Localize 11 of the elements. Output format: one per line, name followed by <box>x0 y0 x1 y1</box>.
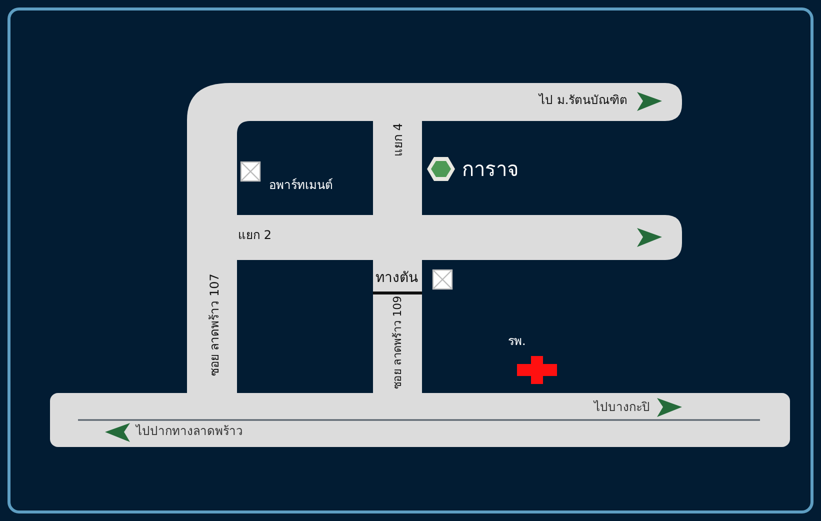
street-label: ซอย ลาดพร้าว 109 <box>392 295 404 388</box>
place-label: การาจ <box>462 158 519 180</box>
road-label: ทางตัน <box>376 270 418 286</box>
place-label: อพาร์ทเมนต์ <box>269 179 333 193</box>
street-label: แยก 4 <box>391 123 406 157</box>
place-label: รพ. <box>508 335 526 349</box>
road-label: ไป ม.รัตนบัณฑิต <box>539 94 628 108</box>
road-label: ไปปากทางลาดพร้าว <box>136 425 243 439</box>
street-label: ซอย ลาดพร้าว 107 <box>208 274 222 376</box>
road-label: ไปบางกะปิ <box>594 401 650 415</box>
road-label: แยก 2 <box>238 229 272 243</box>
